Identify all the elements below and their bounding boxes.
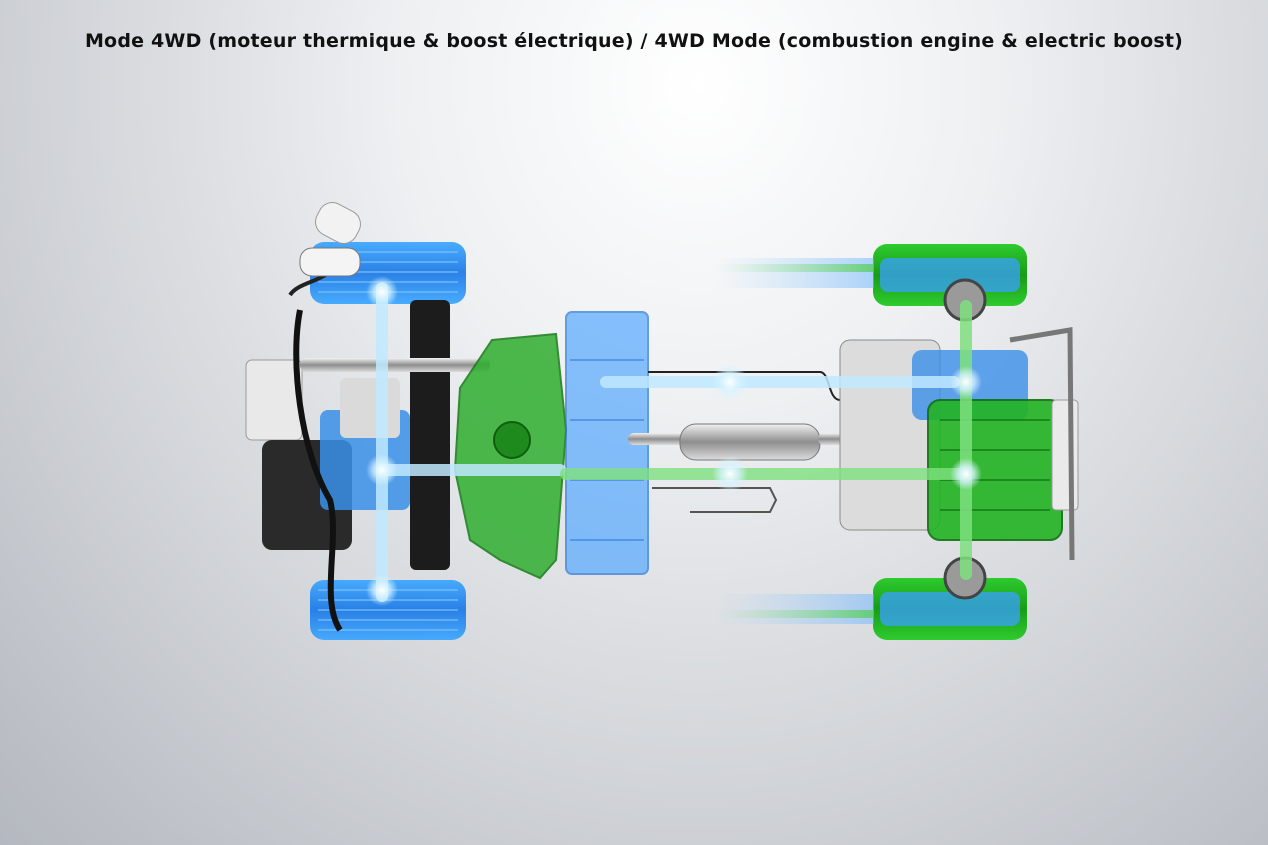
exhaust-system — [628, 371, 888, 513]
diagram-caption: Mode 4WD (moteur thermique & boost élect… — [84, 30, 1184, 52]
energy-flow-electric — [376, 258, 960, 624]
front-left-wheel — [873, 244, 1027, 306]
front-right-wheel — [873, 578, 1027, 640]
front-powertrain — [839, 278, 1079, 600]
fuel-tank — [453, 332, 568, 580]
flow-nodes — [366, 276, 982, 606]
